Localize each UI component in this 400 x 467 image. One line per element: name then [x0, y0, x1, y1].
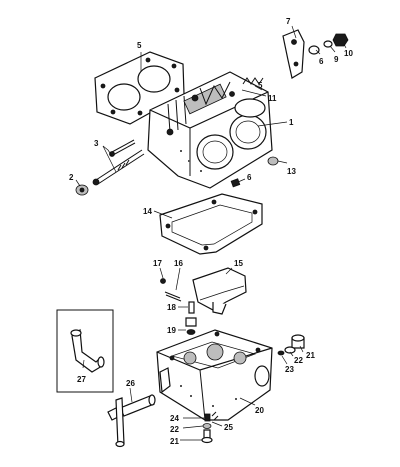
- callout-23: 23: [285, 365, 294, 374]
- callout-14: 14: [143, 207, 152, 216]
- pin-16: [164, 291, 181, 299]
- linkage-bracket: [282, 29, 349, 79]
- ball-17: [160, 278, 166, 284]
- leader-lines: [75, 25, 347, 441]
- pin-16b: [165, 294, 182, 302]
- callout-2: 2: [69, 173, 74, 182]
- needle-seat: [185, 301, 197, 335]
- callout-3: 3: [94, 139, 99, 148]
- callout-19: 19: [167, 326, 176, 335]
- callout-24: 24: [170, 414, 179, 423]
- callout-6-bracket: 6: [319, 57, 324, 66]
- callout-22-bottom: 22: [170, 425, 179, 434]
- callout-7: 7: [286, 17, 291, 26]
- adjusting-screws: [92, 139, 145, 186]
- main-base-20: [156, 329, 273, 421]
- right-screw-stack: [277, 334, 305, 356]
- callout-25: 25: [224, 423, 233, 432]
- callout-16: 16: [174, 259, 183, 268]
- callout-18: 18: [167, 303, 176, 312]
- callout-6-body: 6: [247, 173, 252, 182]
- body-gasket: [159, 193, 263, 255]
- bottom-screw-stack: [201, 411, 219, 444]
- spring-part: [242, 77, 264, 85]
- callout-22-right: 22: [294, 356, 303, 365]
- plug-13: [267, 156, 279, 166]
- callout-26: 26: [126, 379, 135, 388]
- callout-21-right: 21: [306, 351, 315, 360]
- float-15: [192, 267, 247, 315]
- callout-9: 9: [334, 55, 339, 64]
- callout-20: 20: [255, 406, 264, 415]
- callout-13: 13: [287, 167, 296, 176]
- callout-21-bottom: 21: [170, 437, 179, 446]
- callout-17: 17: [153, 259, 162, 268]
- small-plug-6: [230, 178, 241, 188]
- plug-2: [75, 184, 89, 196]
- callout-11: 11: [268, 94, 277, 103]
- callout-5-side: 5: [258, 81, 263, 90]
- callout-27: 27: [77, 375, 86, 384]
- callout-labels: 5 1 3 2 5 11 6 13 7 6 9 10 14 15 16 17 1…: [69, 17, 353, 446]
- callout-10: 10: [344, 49, 353, 58]
- inset-box-27: [56, 309, 114, 393]
- fitting-26: [107, 394, 156, 448]
- callout-15: 15: [234, 259, 243, 268]
- callout-1: 1: [289, 118, 294, 127]
- carburetor-body: [147, 71, 273, 189]
- callout-5-top: 5: [137, 41, 142, 50]
